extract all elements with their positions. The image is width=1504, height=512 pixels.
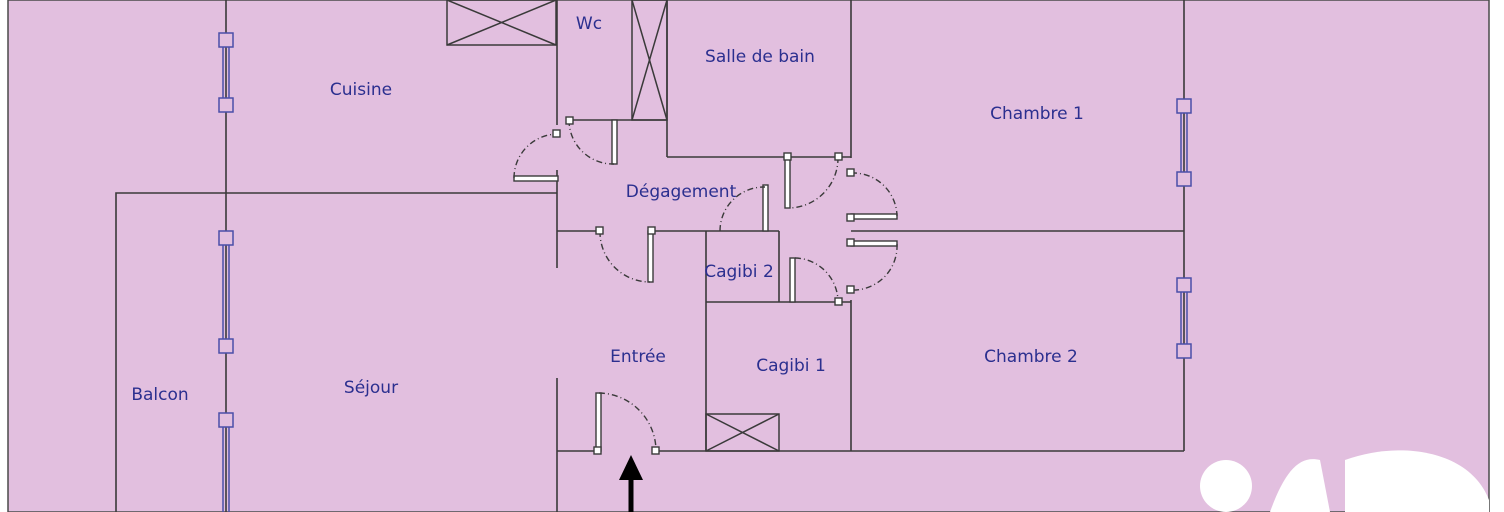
- iad-logo: [1200, 450, 1489, 512]
- room-label-entree: Entrée: [610, 347, 666, 367]
- shafts: [446, 0, 780, 452]
- windows: [218, 32, 1192, 512]
- room-label-cagibi-1: Cagibi 1: [756, 356, 826, 376]
- room-label-balcon: Balcon: [131, 385, 188, 405]
- room-label-wc: Wc: [576, 14, 602, 34]
- up-arrow-icon: [619, 455, 643, 512]
- room-label-cuisine: Cuisine: [330, 80, 392, 100]
- room-label-degagement: Dégagement: [626, 182, 737, 202]
- room-label-cagibi-2: Cagibi 2: [704, 262, 774, 282]
- plan-background: [7, 0, 1490, 512]
- room-label-chambre-1: Chambre 1: [990, 104, 1084, 124]
- room-label-chambre-2: Chambre 2: [984, 347, 1078, 367]
- walls: [115, 0, 1185, 512]
- room-label-sejour: Séjour: [344, 378, 398, 398]
- doors: [513, 116, 898, 455]
- room-label-salle-de-bain: Salle de bain: [705, 47, 815, 67]
